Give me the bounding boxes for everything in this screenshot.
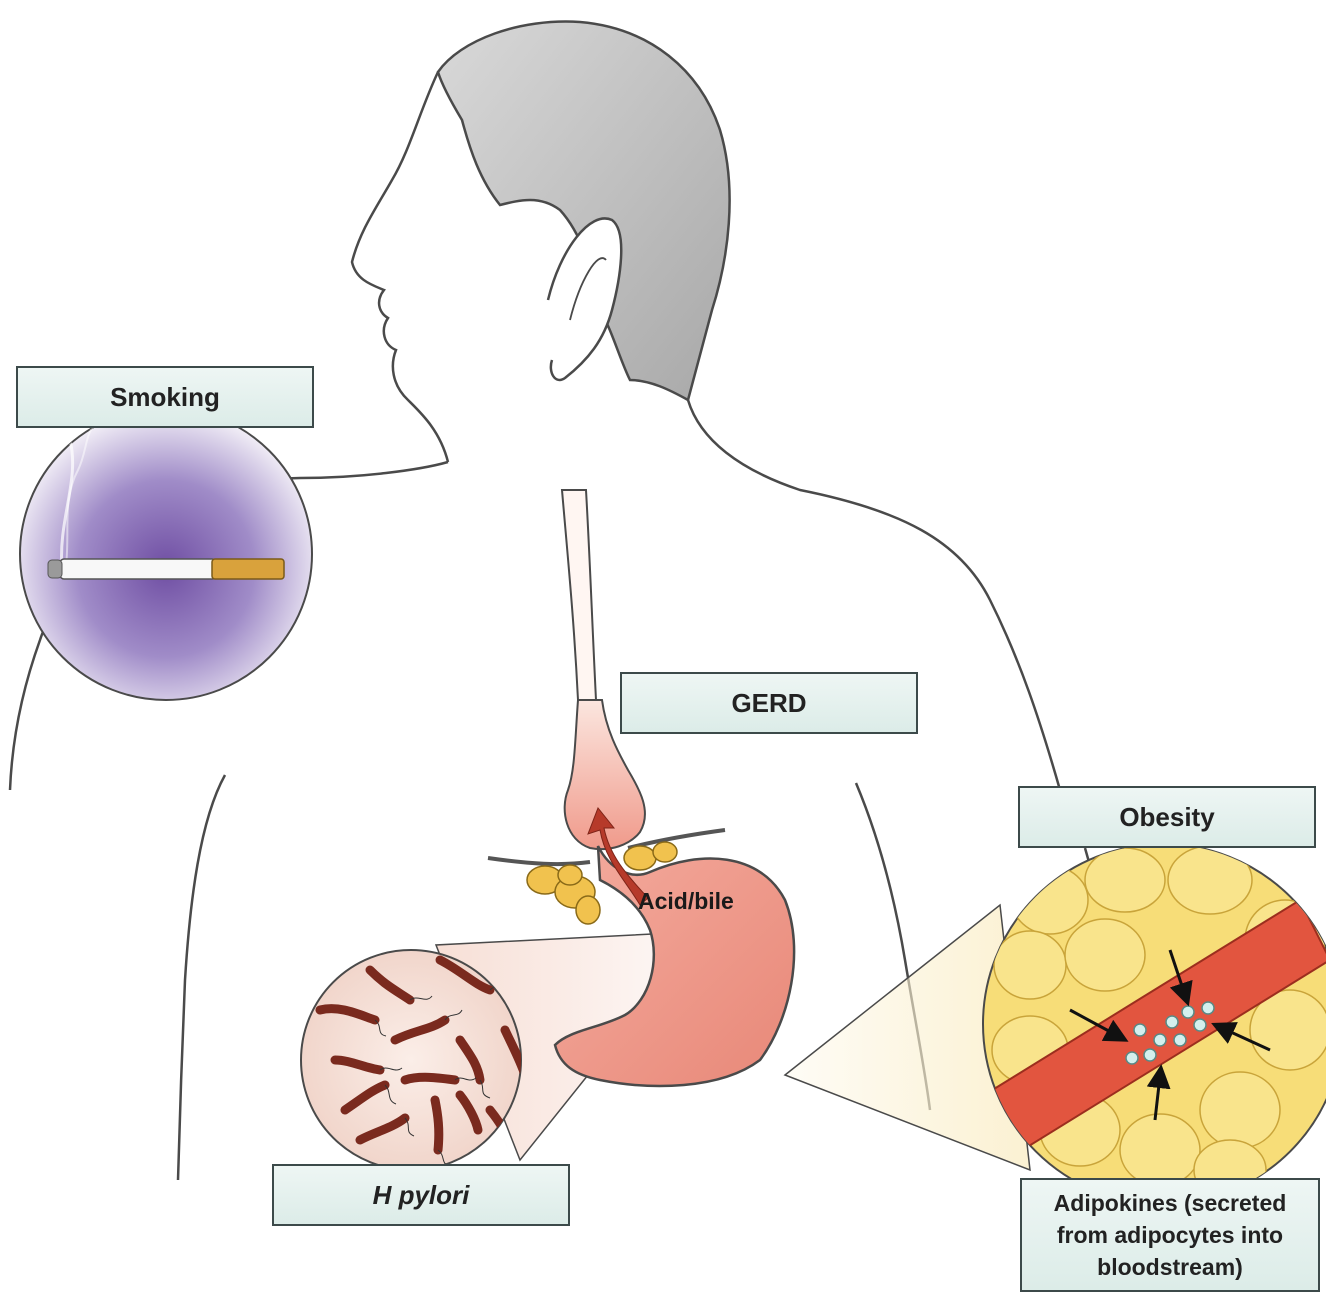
bacterium — [435, 1100, 439, 1150]
adipokines-label-line-2: from adipocytes into — [1054, 1219, 1287, 1251]
h-pylori-label-text: H pylori — [373, 1180, 470, 1211]
adipokines-label-line-3: bloodstream) — [1054, 1251, 1287, 1283]
adipocyte — [1065, 919, 1145, 991]
acid-bile-label: Acid/bile — [638, 888, 734, 914]
bacterium — [405, 1077, 455, 1080]
smoking-label: Smoking — [16, 366, 314, 428]
gerd-label-text: GERD — [731, 688, 806, 719]
obesity-label-text: Obesity — [1119, 802, 1214, 833]
adipocyte — [994, 931, 1066, 999]
adipokines-label: Adipokines (secreted from adipocytes int… — [1020, 1178, 1320, 1292]
esophagus — [562, 490, 645, 849]
smoking-label-text: Smoking — [110, 382, 220, 413]
adipocyte — [1085, 848, 1165, 912]
h-pylori-label: H pylori — [272, 1164, 570, 1226]
gerd-label: GERD — [620, 672, 918, 734]
cigarette — [48, 559, 284, 579]
adipocyte — [1200, 1072, 1280, 1148]
adipocyte — [1168, 846, 1252, 914]
diaphragm — [488, 858, 590, 864]
smoking-circle — [20, 400, 312, 700]
adipocyte — [1120, 1114, 1200, 1186]
adipokines-label-line-1: Adipokines (secreted — [1054, 1187, 1287, 1219]
adipocyte — [1012, 866, 1088, 934]
ear — [548, 218, 621, 380]
obesity-label: Obesity — [1018, 786, 1316, 848]
